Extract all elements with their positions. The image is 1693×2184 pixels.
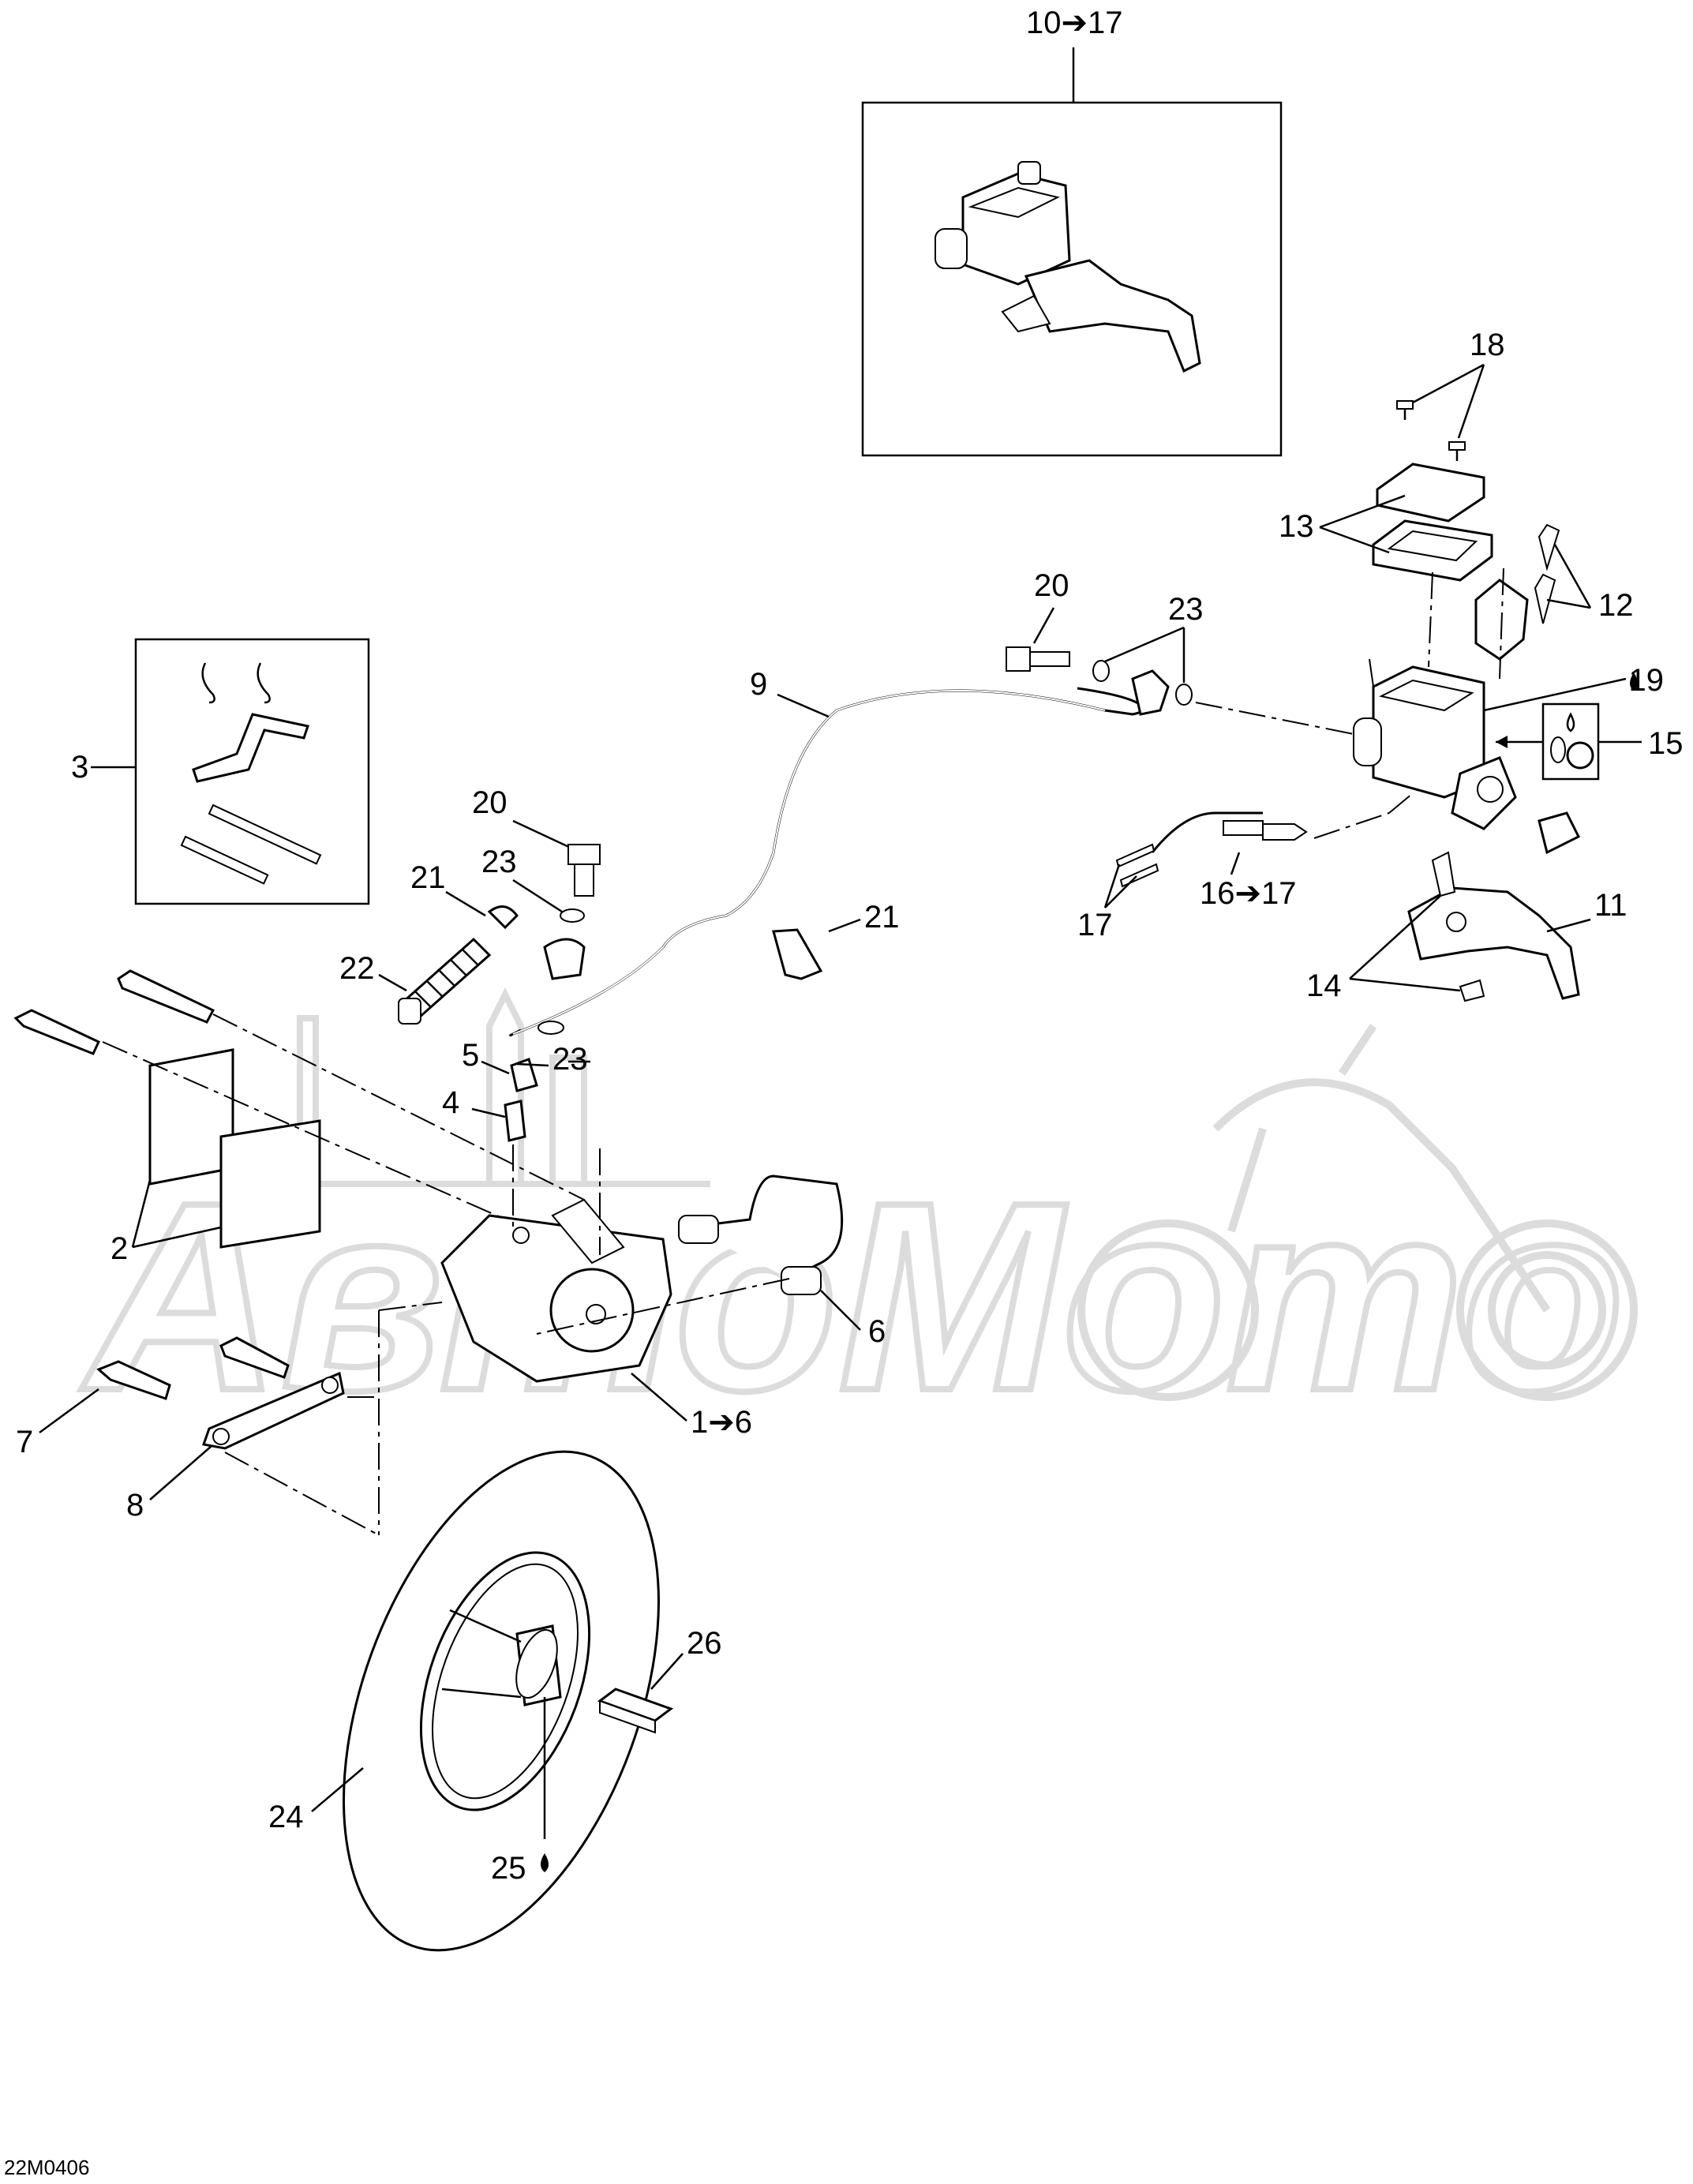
callout-5: 5 xyxy=(462,1038,479,1073)
callout-4: 4 xyxy=(442,1085,459,1120)
screw-part-18a xyxy=(1396,400,1414,420)
brake-caliper-group: 6 1➔6 xyxy=(378,1144,886,1440)
brake-lever-part-11 xyxy=(1407,886,1580,1000)
inset-frame xyxy=(861,101,1283,457)
callout-23b: 23 xyxy=(481,845,517,879)
callout-12: 12 xyxy=(1598,588,1634,623)
callout-21a: 21 xyxy=(410,860,446,895)
callout-3: 3 xyxy=(71,750,88,785)
callout-6: 6 xyxy=(868,1314,886,1349)
callout-25: 25 xyxy=(491,1851,526,1886)
boot-part-15 xyxy=(1566,741,1594,770)
callout-18: 18 xyxy=(1470,328,1505,362)
callout-23c: 23 xyxy=(552,1042,588,1077)
screw-part-18b xyxy=(1448,441,1466,461)
brake-pads-group: 2 xyxy=(13,969,585,1266)
callout-7: 7 xyxy=(16,1425,33,1459)
diagram-code: 22M0406 xyxy=(4,2156,89,2179)
callout-23a: 23 xyxy=(1168,592,1204,627)
watermark-text: АвтоМото xyxy=(78,1147,1624,1447)
callout-11: 11 xyxy=(1594,888,1627,923)
brake-disc-group: 26 24 25 xyxy=(268,1450,722,1952)
callout-24: 24 xyxy=(268,1800,304,1834)
watermark-castle-icon xyxy=(297,987,710,1187)
caliper-hose-fittings: 20 23 21 21 22 5 23 4 xyxy=(339,785,900,1142)
callout-8: 8 xyxy=(126,1488,144,1523)
kit-frame xyxy=(134,638,370,905)
clamp-group: 12 xyxy=(1474,523,1634,661)
watermark-motorcycle-icon xyxy=(1077,1024,1638,1401)
callout-10-17: 10➔17 xyxy=(1026,6,1123,40)
drop-icon-15 xyxy=(1566,712,1575,732)
callout-1-6: 1➔6 xyxy=(691,1405,752,1440)
arrow-icon-15 xyxy=(1496,736,1508,748)
drop-icon-25 xyxy=(541,1853,549,1872)
pad-hardware-kit: 3 xyxy=(71,638,370,905)
callout-15: 15 xyxy=(1648,726,1684,761)
watermark: АвтоМото xyxy=(75,987,1638,1450)
drop-icon-19 xyxy=(1630,672,1638,691)
bolt-part-7a xyxy=(96,1360,171,1400)
bolt-part-7b xyxy=(219,1336,290,1379)
callout-22: 22 xyxy=(339,951,375,986)
master-cylinder-body: 19 xyxy=(1353,568,1664,855)
callout-20b: 20 xyxy=(472,785,508,820)
callout-13: 13 xyxy=(1279,509,1314,544)
spring-part-22 xyxy=(398,937,492,1025)
callout-2: 2 xyxy=(110,1231,128,1266)
reservoir-cover-group: 18 13 xyxy=(1279,328,1505,582)
brake-hose-part-9 xyxy=(509,687,1145,1037)
inset-master-cylinder-assembly: 10➔17 xyxy=(861,6,1283,457)
callout-16-17: 16➔17 xyxy=(1200,876,1297,911)
callout-21b: 21 xyxy=(864,900,900,935)
bracket-part-8 xyxy=(202,1371,345,1450)
boot-group: 15 xyxy=(1496,702,1684,781)
callout-9: 9 xyxy=(750,667,767,702)
master-cylinder-assembly-drawing xyxy=(935,161,1201,373)
brake-switch-group: 16➔17 17 xyxy=(1077,792,1414,942)
callout-26: 26 xyxy=(687,1626,722,1661)
brake-pad-part-2b xyxy=(219,1119,321,1249)
reservoir-cover-part-13 xyxy=(1376,463,1485,523)
mounting-bolts-group: 7 8 xyxy=(16,1310,380,1536)
callout-17: 17 xyxy=(1077,908,1113,942)
callout-14: 14 xyxy=(1306,968,1342,1003)
brake-hose-group: 9 20 23 xyxy=(509,568,1354,1037)
callout-20a: 20 xyxy=(1034,568,1069,603)
brake-lever-group: 11 14 xyxy=(1306,851,1627,1003)
